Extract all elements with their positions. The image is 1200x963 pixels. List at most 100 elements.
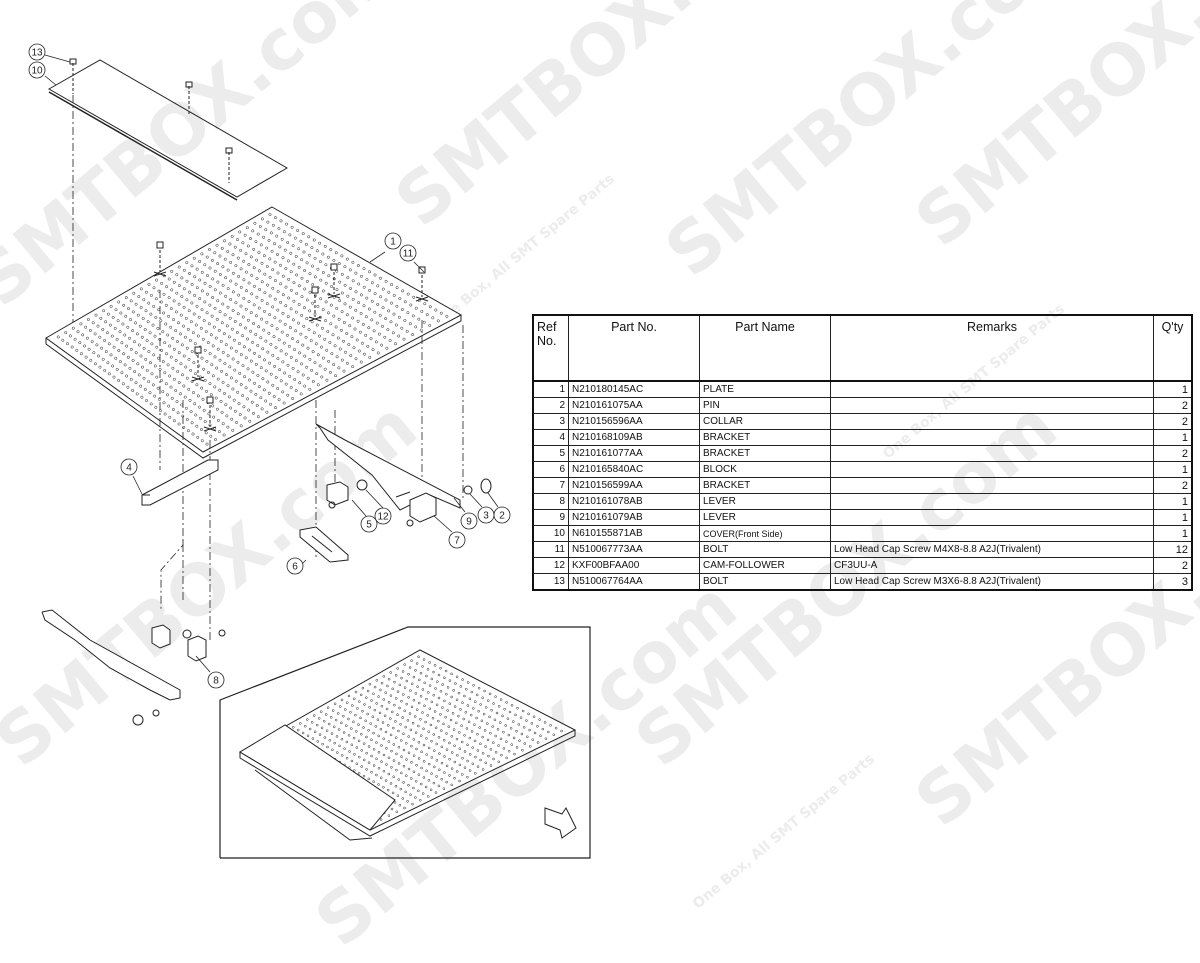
plate-hole	[448, 741, 451, 745]
plate-hole	[172, 347, 176, 351]
callout-leader	[44, 75, 57, 86]
nut	[328, 501, 336, 509]
plate-hole	[187, 357, 191, 361]
plate-hole	[84, 355, 88, 359]
plate-hole	[424, 785, 428, 789]
plate-hole	[467, 720, 471, 724]
plate-hole	[95, 343, 99, 347]
cell-remarks	[830, 525, 1154, 542]
plate-hole	[505, 756, 508, 760]
plate-hole	[244, 270, 248, 274]
plate-hole	[448, 757, 451, 761]
plate-hole	[227, 395, 231, 399]
plate-hole	[190, 380, 194, 383]
callout-leader	[44, 54, 71, 63]
plate-hole	[347, 717, 350, 721]
callout-8: 8	[213, 676, 219, 687]
plate-hole	[420, 309, 424, 313]
plate-hole	[355, 730, 358, 733]
plate-hole	[394, 697, 398, 700]
plate-hole	[207, 322, 211, 326]
plate-hole	[244, 252, 248, 256]
plate-hole	[230, 234, 234, 238]
plate-hole	[294, 359, 298, 363]
plate-hole	[437, 696, 441, 700]
plate-hole	[310, 721, 314, 724]
plate-hole	[255, 295, 259, 299]
plate-hole	[226, 287, 230, 291]
plate-hole	[412, 770, 416, 774]
plate-hole	[326, 255, 330, 259]
plate-hole	[218, 388, 222, 392]
cell-ref: 5	[532, 445, 569, 462]
plate-hole	[432, 733, 436, 736]
plate-hole	[407, 751, 411, 755]
plate-hole	[170, 288, 174, 292]
plate-hole	[170, 269, 174, 273]
plate-hole	[256, 374, 260, 377]
plate-hole	[185, 418, 189, 421]
plate-hole	[385, 763, 388, 766]
plate-hole	[458, 779, 461, 783]
plate-hole	[236, 256, 240, 260]
plate-hole	[457, 691, 461, 695]
plate-hole	[273, 364, 277, 368]
plate-hole	[410, 682, 414, 686]
plate-hole	[266, 283, 269, 287]
plate-hole	[429, 723, 433, 727]
plate-hole	[301, 373, 305, 377]
plate-hole	[175, 273, 179, 277]
plate-hole	[522, 726, 526, 729]
plate-hole	[345, 257, 349, 261]
plate-hole	[481, 768, 485, 771]
callout-leader	[351, 499, 367, 517]
plate-hole	[172, 419, 176, 423]
plate-hole	[403, 806, 406, 810]
plate-hole	[403, 709, 406, 713]
plate-hole	[381, 324, 384, 328]
plate-hole	[196, 334, 200, 338]
plate-hole	[411, 721, 415, 725]
plate-hole	[213, 251, 217, 255]
header-remarks: Remarks	[830, 314, 1154, 382]
plate-hole	[248, 348, 251, 352]
plate-hole	[375, 321, 379, 325]
plate-hole	[294, 329, 298, 333]
plate-hole	[311, 264, 314, 268]
plate-hole	[370, 770, 373, 774]
cell-ref: 8	[532, 493, 569, 510]
plate-hole	[387, 290, 391, 294]
plate-hole	[299, 239, 303, 243]
plate-hole	[365, 735, 368, 739]
plate-hole	[497, 744, 500, 747]
cell-part-name: BRACKET	[699, 429, 831, 446]
plate-hole	[289, 270, 293, 274]
plate-hole	[468, 697, 472, 701]
plate-hole	[316, 267, 320, 271]
clamp-mark	[191, 376, 205, 382]
plate-hole	[122, 303, 126, 307]
plate-hole	[309, 339, 313, 343]
plate-hole	[312, 331, 316, 335]
plate-hole	[455, 698, 459, 702]
plate-hole	[294, 310, 298, 314]
plate-hole	[161, 360, 165, 364]
plate-hole	[474, 772, 477, 775]
plate-hole	[221, 265, 225, 269]
plate-hole	[166, 363, 170, 367]
plate-hole	[358, 755, 361, 759]
plate-hole	[538, 718, 541, 721]
plate-hole	[401, 716, 404, 719]
plate-hole	[169, 307, 173, 311]
plate-hole	[413, 715, 417, 718]
plate-hole	[373, 708, 377, 712]
plate-hole	[231, 253, 235, 257]
plate-hole	[319, 278, 323, 282]
plate-hole	[353, 769, 356, 772]
callout-circle	[286, 557, 304, 575]
plate-hole	[387, 740, 391, 743]
plate-hole	[150, 342, 154, 346]
plate-hole	[409, 303, 413, 307]
plate-hole	[239, 267, 243, 271]
plate-hole	[259, 366, 263, 370]
